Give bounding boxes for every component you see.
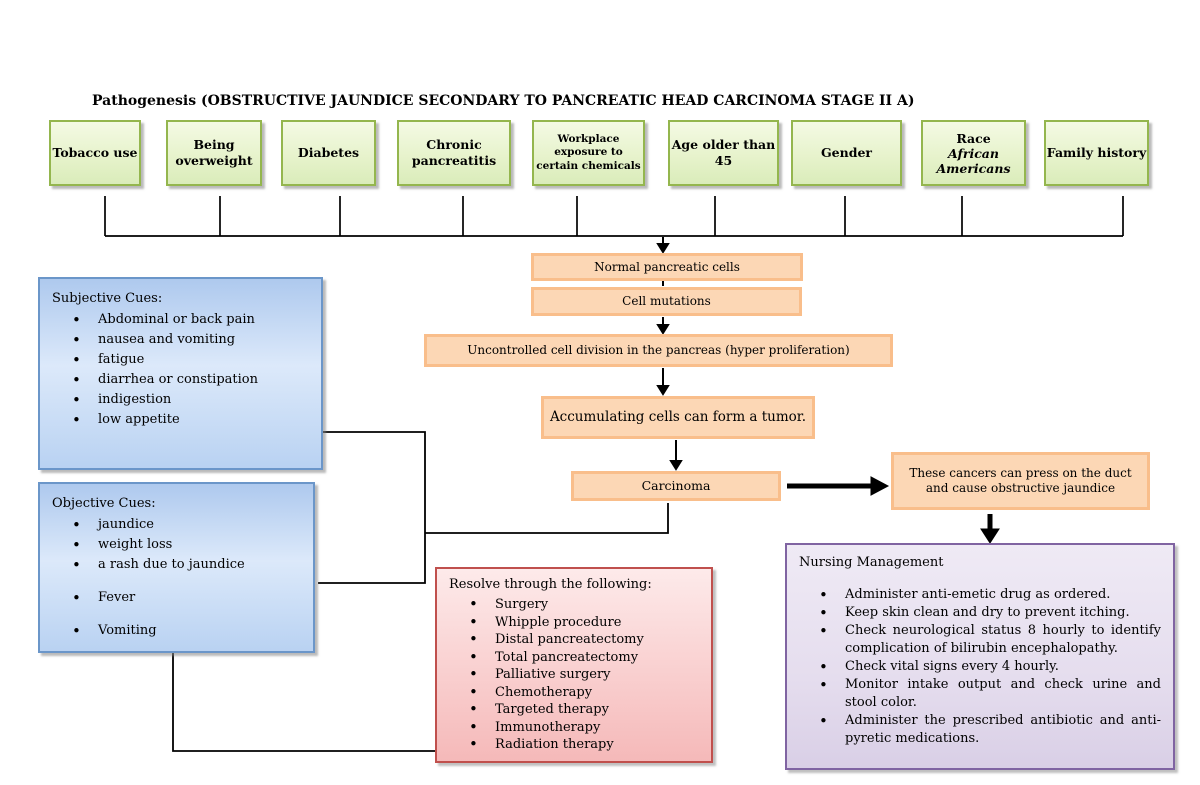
risk-factor-label: Workplace exposure to certain chemicals xyxy=(536,132,641,172)
list-item: Whipple procedure xyxy=(449,614,703,632)
list-item: Check neurological status 8 hourly to id… xyxy=(799,622,1161,658)
risk-factor-label: Age older than 45 xyxy=(671,137,776,168)
diagram-title: Pathogenesis (OBSTRUCTIVE JAUNDICE SECON… xyxy=(92,93,915,109)
resolve-list: SurgeryWhipple procedureDistal pancreate… xyxy=(449,596,703,754)
list-item: Palliative surgery xyxy=(449,666,703,684)
nursing-management-title: Nursing Management xyxy=(799,555,944,570)
uncontrolled-division-label: Uncontrolled cell division in the pancre… xyxy=(467,343,850,357)
list-item: Fever xyxy=(52,588,303,608)
normal-cells-label: Normal pancreatic cells xyxy=(594,259,740,274)
tumor-box: Accumulating cells can form a tumor. xyxy=(541,396,815,439)
list-item: diarrhea or constipation xyxy=(52,370,311,390)
list-item: Immunotherapy xyxy=(449,719,703,737)
list-item: a rash due to jaundice xyxy=(52,555,303,575)
list-item: Surgery xyxy=(449,596,703,614)
cell-mutations-label: Cell mutations xyxy=(622,294,711,308)
list-item: Chemotherapy xyxy=(449,684,703,702)
subjective-cues-title: Subjective Cues: xyxy=(52,291,163,306)
risk-factor-label: Being overweight xyxy=(175,137,253,168)
objective-cues-list: jaundiceweight lossa rash due to jaundic… xyxy=(52,515,303,641)
list-item: Abdominal or back pain xyxy=(52,310,311,330)
list-item: jaundice xyxy=(52,515,303,535)
normal-cells-box: Normal pancreatic cells xyxy=(531,253,803,281)
risk-factor-label: Tobacco use xyxy=(52,145,138,161)
list-item: Total pancreatectomy xyxy=(449,649,703,667)
subjective-cues-list: Abdominal or back painnausea and vomitin… xyxy=(52,310,311,430)
risk-factor-box-family: Family history xyxy=(1044,120,1149,186)
list-item: nausea and vomiting xyxy=(52,330,311,350)
objective-cues-title: Objective Cues: xyxy=(52,496,156,511)
list-item: Vomiting xyxy=(52,621,303,641)
list-item: Radiation therapy xyxy=(449,736,703,754)
list-item: Targeted therapy xyxy=(449,701,703,719)
list-item: Check vital signs every 4 hourly. xyxy=(799,658,1161,676)
list-item: Monitor intake output and check urine an… xyxy=(799,676,1161,712)
risk-factor-box-chemicals: Workplace exposure to certain chemicals xyxy=(532,120,645,186)
risk-factor-box-tobacco: Tobacco use xyxy=(49,120,141,186)
uncontrolled-division-box: Uncontrolled cell division in the pancre… xyxy=(424,334,893,367)
risk-factor-box-race: Race African Americans xyxy=(921,120,1026,186)
risk-factor-box-diabetes: Diabetes xyxy=(281,120,376,186)
risk-factor-label: Diabetes xyxy=(297,145,360,161)
nursing-management-list: Administer anti-emetic drug as ordered.K… xyxy=(799,586,1161,748)
tumor-label: Accumulating cells can form a tumor. xyxy=(549,409,807,426)
risk-factor-box-pancreatitis: Chronic pancreatitis xyxy=(397,120,511,186)
list-item: Distal pancreatectomy xyxy=(449,631,703,649)
duct-obstruction-label: These cancers can press on the duct and … xyxy=(909,466,1132,495)
carcinoma-label: Carcinoma xyxy=(641,478,711,494)
duct-obstruction-box: These cancers can press on the duct and … xyxy=(891,452,1150,510)
list-item: indigestion xyxy=(52,390,311,410)
risk-factor-label: Gender xyxy=(821,145,872,161)
resolve-title: Resolve through the following: xyxy=(449,577,652,592)
list-item: Administer the prescribed antibiotic and… xyxy=(799,712,1161,748)
risk-factor-label: Family history xyxy=(1046,145,1147,161)
list-item: Keep skin clean and dry to prevent itchi… xyxy=(799,604,1161,622)
list-item: fatigue xyxy=(52,350,311,370)
list-item: low appetite xyxy=(52,410,311,430)
nursing-management-box: Nursing Management Administer anti-emeti… xyxy=(785,543,1175,770)
risk-factor-sublabel: African Americans xyxy=(936,145,1011,176)
resolve-box: Resolve through the following: SurgeryWh… xyxy=(435,567,713,763)
risk-factor-label: Race xyxy=(956,130,991,146)
risk-factor-box-overweight: Being overweight xyxy=(166,120,262,186)
cell-mutations-box: Cell mutations xyxy=(531,287,802,316)
risk-factor-box-gender: Gender xyxy=(791,120,902,186)
objective-cues-box: Objective Cues: jaundiceweight lossa ras… xyxy=(38,482,315,653)
risk-factor-box-age: Age older than 45 xyxy=(668,120,779,186)
carcinoma-box: Carcinoma xyxy=(571,471,781,501)
subjective-cues-box: Subjective Cues: Abdominal or back painn… xyxy=(38,277,323,470)
list-item: Administer anti-emetic drug as ordered. xyxy=(799,586,1161,604)
list-item: weight loss xyxy=(52,535,303,555)
risk-factor-label: Chronic pancreatitis xyxy=(411,137,497,168)
